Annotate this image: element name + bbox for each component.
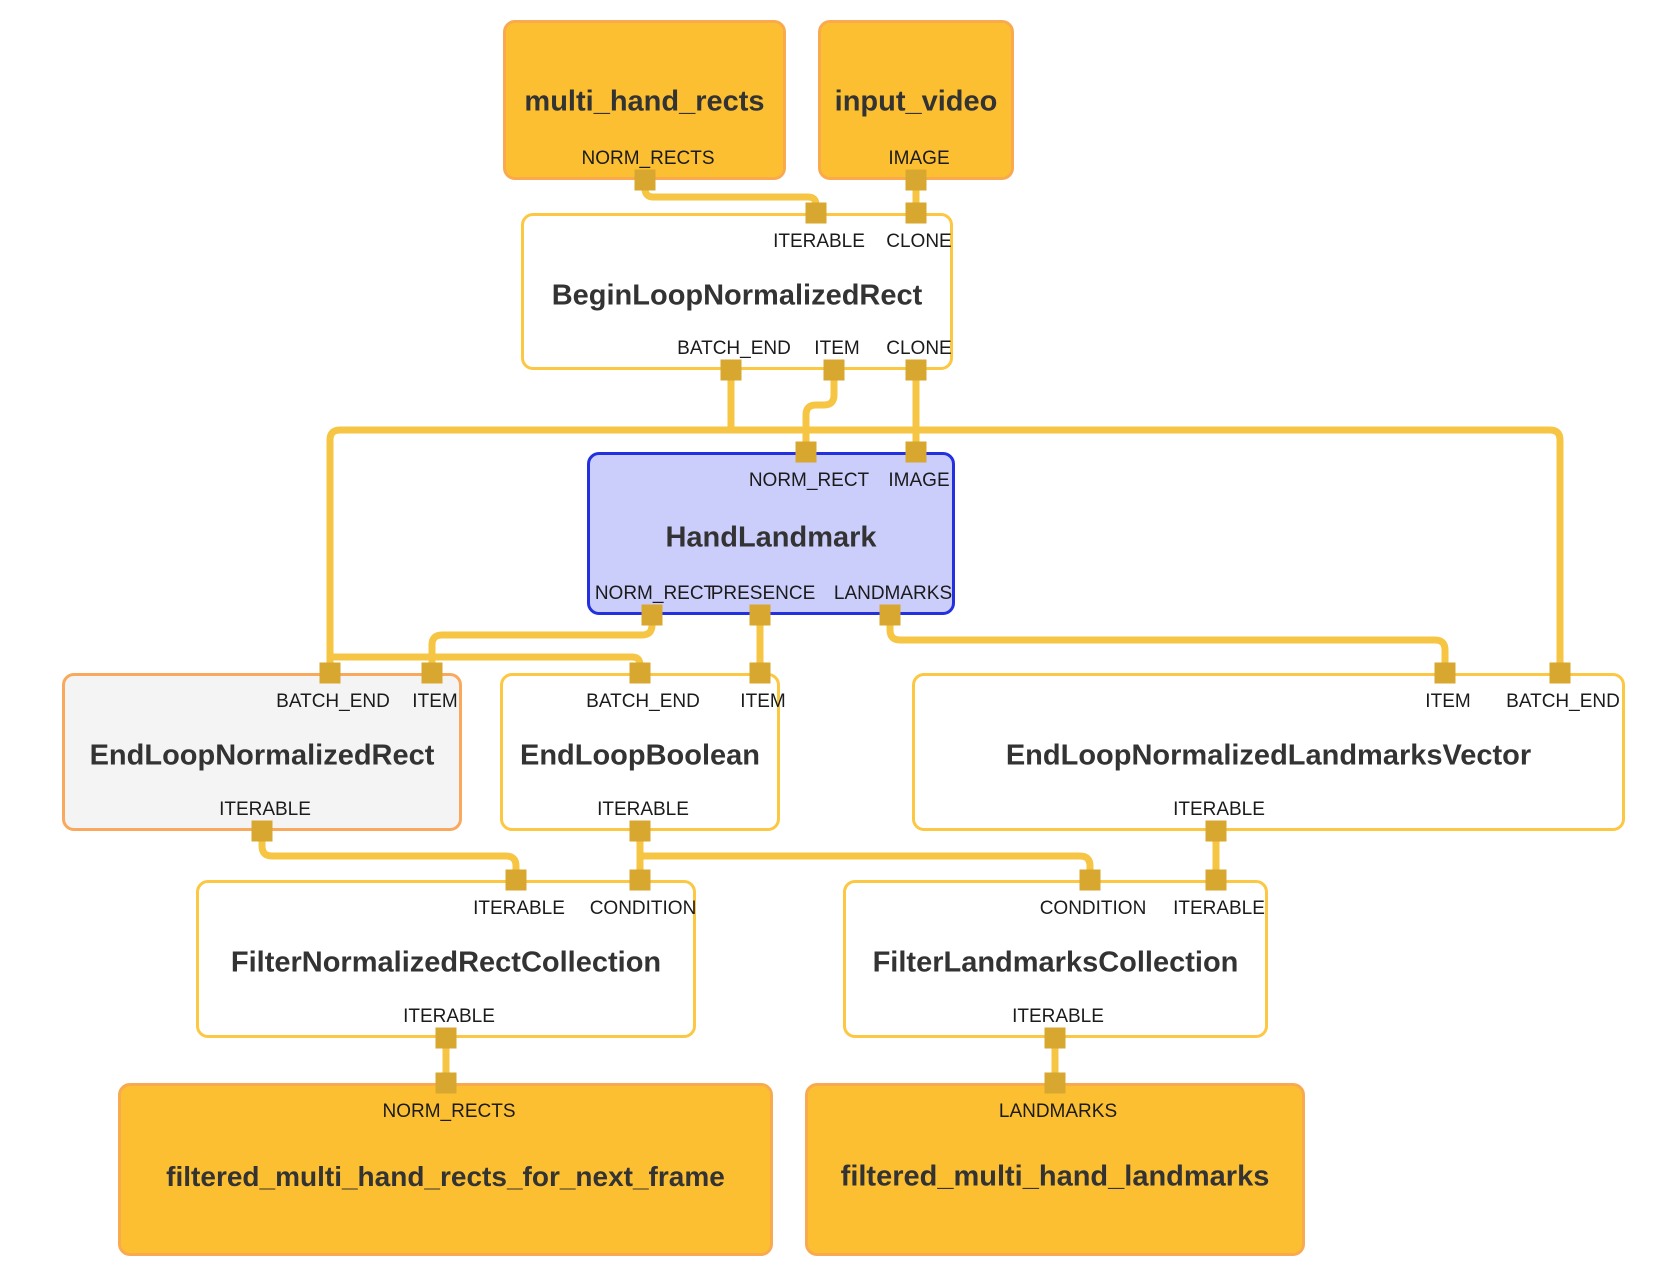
port-label-item: ITEM — [814, 338, 860, 359]
port-label-item: ITEM — [740, 691, 786, 712]
graph-edge-endlooprect-iterable-to-filter — [258, 831, 520, 880]
node-title: FilterLandmarksCollection — [872, 946, 1239, 979]
node-filter_landmarks_collection[interactable]: FilterLandmarksCollection CONDITION ITERA… — [843, 880, 1268, 1038]
node-title: input_video — [834, 85, 998, 118]
node-filter_normalized_rect_collection[interactable]: FilterNormalizedRectCollection ITERABLE C… — [196, 880, 696, 1038]
node-title: multi_hand_rects — [524, 85, 765, 118]
port-label-batch_end: BATCH_END — [1506, 691, 1620, 712]
port-label-iterable: ITERABLE — [773, 231, 865, 252]
port-label-norm_rect: NORM_RECT — [594, 583, 716, 604]
node-title: filtered_multi_hand_landmarks — [840, 1160, 1270, 1192]
port-label-condition: CONDITION — [589, 898, 697, 919]
node-title: BeginLoopNormalizedRect — [551, 279, 923, 311]
port-label-image: IMAGE — [888, 148, 950, 169]
node-title: HandLandmark — [665, 521, 877, 553]
port-label-norm_rects: NORM_RECTS — [382, 1101, 516, 1122]
port-label-landmarks: LANDMARKS — [833, 583, 953, 604]
graph-edge-trunk-to-endloopboolean-batch_end — [330, 653, 644, 673]
port-label-clone: CLONE — [886, 231, 952, 252]
node-begin_loop_normalized_rect[interactable]: BeginLoopNormalizedRect ITERABLE CLONE BAT… — [521, 213, 953, 370]
node-end_loop_normalized_landmarks_vector[interactable]: EndLoopNormalizedLandmarksVector ITEM BAT… — [912, 673, 1625, 831]
port-label-iterable: ITERABLE — [1173, 799, 1265, 820]
port-label-iterable: ITERABLE — [1012, 1006, 1104, 1027]
port-label-norm_rect: NORM_RECT — [748, 470, 870, 491]
graph-edge-multi_hand_rects-to-iterable — [641, 180, 820, 213]
port-label-iterable: ITERABLE — [473, 898, 565, 919]
port-label-landmarks: LANDMARKS — [998, 1101, 1118, 1122]
port-label-clone: CLONE — [886, 338, 952, 359]
node-title: FilterNormalizedRectCollection — [230, 946, 662, 979]
port-label-batch_end: BATCH_END — [677, 338, 791, 359]
graph-edge-norm_rect-to-endloop-item — [428, 615, 656, 673]
node-title: EndLoopNormalizedRect — [89, 739, 435, 772]
port-label-norm_rects: NORM_RECTS — [581, 148, 715, 169]
port-label-condition: CONDITION — [1039, 898, 1147, 919]
port-label-iterable: ITERABLE — [403, 1006, 495, 1027]
port-label-batch_end: BATCH_END — [276, 691, 390, 712]
port-label-iterable: ITERABLE — [219, 799, 311, 820]
node-multi_hand_rects[interactable]: multi_hand_rects NORM_RECTS — [503, 20, 786, 180]
node-filtered_multi_hand_rects_for_next_frame[interactable]: filtered_multi_hand_rects_for_next_frame… — [118, 1083, 773, 1256]
graph-edge-endloopboolean-to-condition-right — [640, 852, 1094, 880]
graph-edge-item-to-norm_rect — [802, 370, 838, 452]
node-input_video[interactable]: input_video IMAGE — [818, 20, 1014, 180]
port-label-batch_end: BATCH_END — [586, 691, 700, 712]
port-label-iterable: ITERABLE — [597, 799, 689, 820]
port-label-presence: PRESENCE — [710, 583, 816, 604]
node-title: EndLoopNormalizedLandmarksVector — [1005, 739, 1532, 772]
port-label-iterable: ITERABLE — [1173, 898, 1265, 919]
node-end_loop_normalized_rect[interactable]: EndLoopNormalizedRect BATCH_END ITEM ITERA… — [62, 673, 462, 831]
node-end_loop_boolean[interactable]: EndLoopBoolean BATCH_END ITEM ITERABLE — [500, 673, 786, 831]
port-label-item: ITEM — [1425, 691, 1471, 712]
port-label-item: ITEM — [412, 691, 458, 712]
node-title: filtered_multi_hand_rects_for_next_frame — [166, 1160, 725, 1192]
port-label-image: IMAGE — [888, 470, 950, 491]
node-filtered_multi_hand_landmarks[interactable]: filtered_multi_hand_landmarks LANDMARKS — [805, 1083, 1305, 1256]
graph-edge-landmarks-to-item — [886, 615, 1449, 673]
node-title: EndLoopBoolean — [519, 739, 761, 772]
